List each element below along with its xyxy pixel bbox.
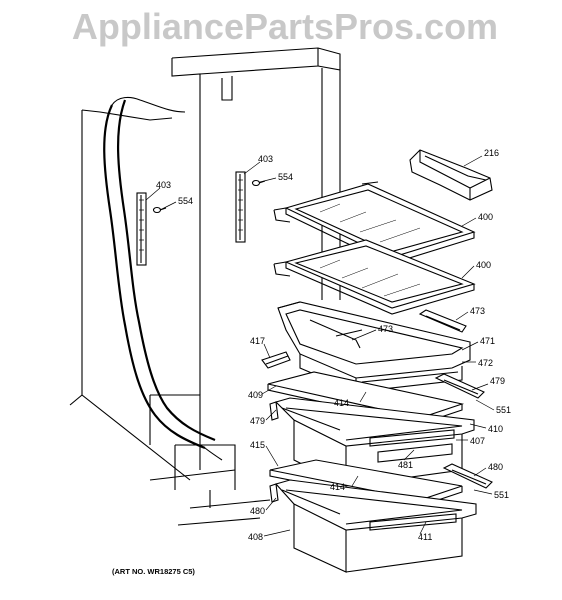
callout-411: 411 — [418, 532, 432, 542]
crisper-drawer-lower — [269, 479, 477, 573]
door-gasket — [103, 96, 223, 461]
pan-slide-rail-left — [261, 351, 291, 369]
glass-shelf-upper — [273, 181, 476, 265]
callout-409: 409 — [248, 390, 263, 400]
pan-slide-rail-right — [418, 309, 467, 333]
cabinet-outline — [69, 47, 341, 526]
callout-551-upper: 551 — [496, 405, 511, 415]
callout-400-lower: 400 — [476, 260, 491, 270]
screw-right — [251, 179, 266, 187]
callout-408: 408 — [248, 532, 263, 542]
callout-labels: 216 400 400 403 554 403 554 473 473 471 … — [156, 148, 511, 542]
callout-472: 472 — [478, 358, 493, 368]
callout-410: 410 — [488, 424, 503, 434]
cover-rail-lower-right — [442, 463, 493, 489]
door-bin — [409, 149, 493, 201]
shelf-support-right — [235, 171, 246, 243]
callout-473-cover: 473 — [378, 324, 393, 334]
callout-407: 407 — [470, 436, 485, 446]
glass-shelf-lower — [273, 239, 476, 315]
leader-lines — [145, 155, 495, 537]
callout-216: 216 — [484, 148, 499, 158]
callout-480-left: 480 — [250, 506, 265, 516]
callout-414-lower: 414 — [330, 482, 345, 492]
callout-479-left: 479 — [250, 416, 265, 426]
callout-479-right: 479 — [490, 376, 505, 386]
callout-481: 481 — [398, 460, 413, 470]
art-number: (ART NO. WR18275 C5) — [112, 567, 195, 576]
watermark: AppliancePartsPros.com — [71, 6, 499, 47]
cover-rail-upper-right — [434, 373, 485, 399]
callout-554-left: 554 — [178, 196, 193, 206]
callout-473-rail: 473 — [470, 306, 485, 316]
callout-400-upper: 400 — [478, 212, 493, 222]
callout-403-left: 403 — [156, 180, 171, 190]
callout-415: 415 — [250, 440, 265, 450]
snack-pan — [277, 301, 471, 393]
callout-403-right: 403 — [258, 154, 273, 164]
callout-417: 417 — [250, 336, 265, 346]
callout-414-upper: 414 — [334, 398, 349, 408]
callout-471: 471 — [480, 336, 495, 346]
callout-551-lower: 551 — [494, 490, 509, 500]
callout-480-right: 480 — [488, 462, 503, 472]
shelf-support-left — [136, 192, 147, 266]
callout-554-right: 554 — [278, 172, 293, 182]
